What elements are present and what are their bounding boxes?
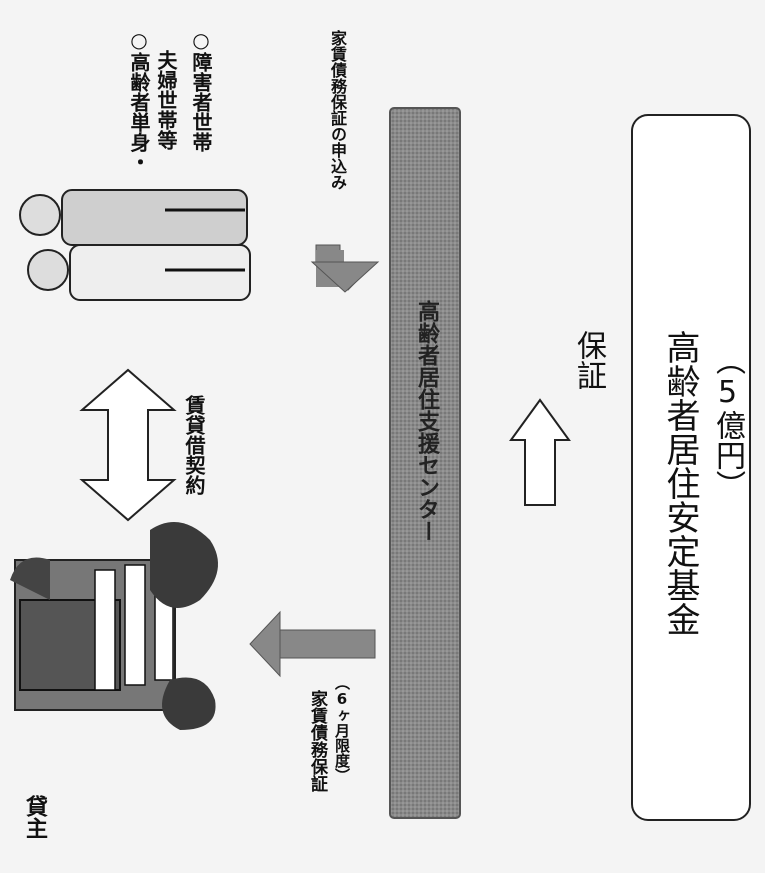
lease-contract-label: 賃貸借契約 [182,395,206,495]
tenant-category-3: ○障害者世帯 [189,28,213,152]
application-label: 家賃債務保証の申込み [328,30,347,190]
fund-amount-label: （5億円） [710,345,745,500]
fund-box [631,114,751,821]
guarantee-label: 保証 [571,330,606,390]
center-name-label: 高齢者居住支援センター [414,300,439,542]
elderly-couple-illustration [19,189,251,301]
lease-double-arrow [79,368,177,522]
fund-name-label: 高齢者居住安定基金 [660,330,700,636]
tenant-category-2: 夫婦世帯等 [154,50,178,150]
rent-guarantee-arrow [249,610,376,678]
application-arrow [310,244,380,293]
support-center-bar [389,107,461,819]
landlord-label: 貸主 [22,795,47,839]
tenant-category-1: ○高齢者単身・ [127,28,151,172]
rent-guarantee-label: 家賃債務保証 [307,690,327,792]
guarantee-arrow [509,398,571,506]
apartment-buildings-illustration [10,522,218,730]
guarantee-limit-label: （6ヶ月限度） [333,675,351,783]
